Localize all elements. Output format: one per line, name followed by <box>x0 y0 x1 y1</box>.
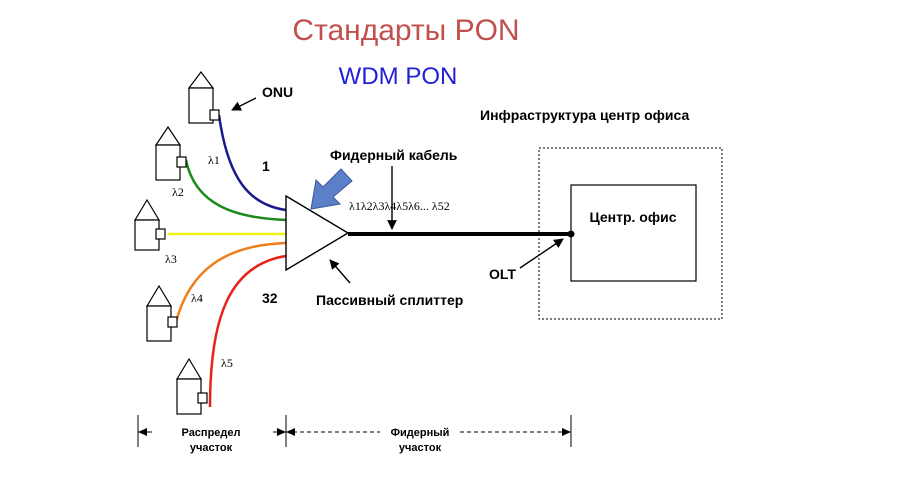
central-office-box <box>570 184 697 282</box>
onu-house-4 <box>145 284 178 342</box>
olt-port <box>567 230 575 238</box>
splitter-pointer-arrow <box>310 168 353 210</box>
port-last-label: 32 <box>262 290 278 306</box>
page-subtitle: WDM PON <box>339 63 458 90</box>
lambda-label-3: λ3 <box>165 252 177 266</box>
infrastructure-boundary <box>538 147 723 320</box>
fiber-5 <box>208 254 287 408</box>
onu-house-1 <box>187 71 220 124</box>
wavelengths-label: λ1λ2λ3λ4λ5λ6... λ52 <box>349 199 450 213</box>
fiber-2 <box>184 159 287 222</box>
infrastructure-label: Инфраструктура центр офиса <box>480 107 689 123</box>
distribution-section-label-line2: участок <box>190 442 233 454</box>
section-markers <box>137 415 572 447</box>
central-office-label: Центр. офис <box>589 209 676 225</box>
onu-house-5 <box>175 357 208 415</box>
olt-pointer-arrow <box>519 238 564 269</box>
lambda-label-5: λ5 <box>221 356 233 370</box>
olt-label: OLT <box>489 266 516 282</box>
distribution-section-label-line1: Распредел <box>182 427 241 439</box>
lambda-label-4: λ4 <box>191 291 203 305</box>
lambda-label-2: λ2 <box>172 185 184 199</box>
page-title: Стандарты PON <box>292 14 519 47</box>
splitter-label-arrow <box>329 259 351 284</box>
onu-label: ONU <box>262 84 293 100</box>
feeder-section-label-line2: участок <box>399 442 442 454</box>
onu-house-2 <box>154 125 187 181</box>
onu-pointer-arrow <box>231 97 257 111</box>
fibers <box>168 114 287 408</box>
lambda-label-1: λ1 <box>208 153 220 167</box>
feeder-cable-label: Фидерный кабель <box>330 147 458 163</box>
port-first-label: 1 <box>262 158 270 174</box>
splitter-label: Пассивный сплиттер <box>316 292 463 308</box>
fiber-1 <box>217 114 287 212</box>
fiber-4 <box>174 241 287 323</box>
feeder-section-label-line1: Фидерный <box>391 427 450 439</box>
onu-house-3 <box>133 198 166 251</box>
passive-splitter <box>285 194 350 272</box>
